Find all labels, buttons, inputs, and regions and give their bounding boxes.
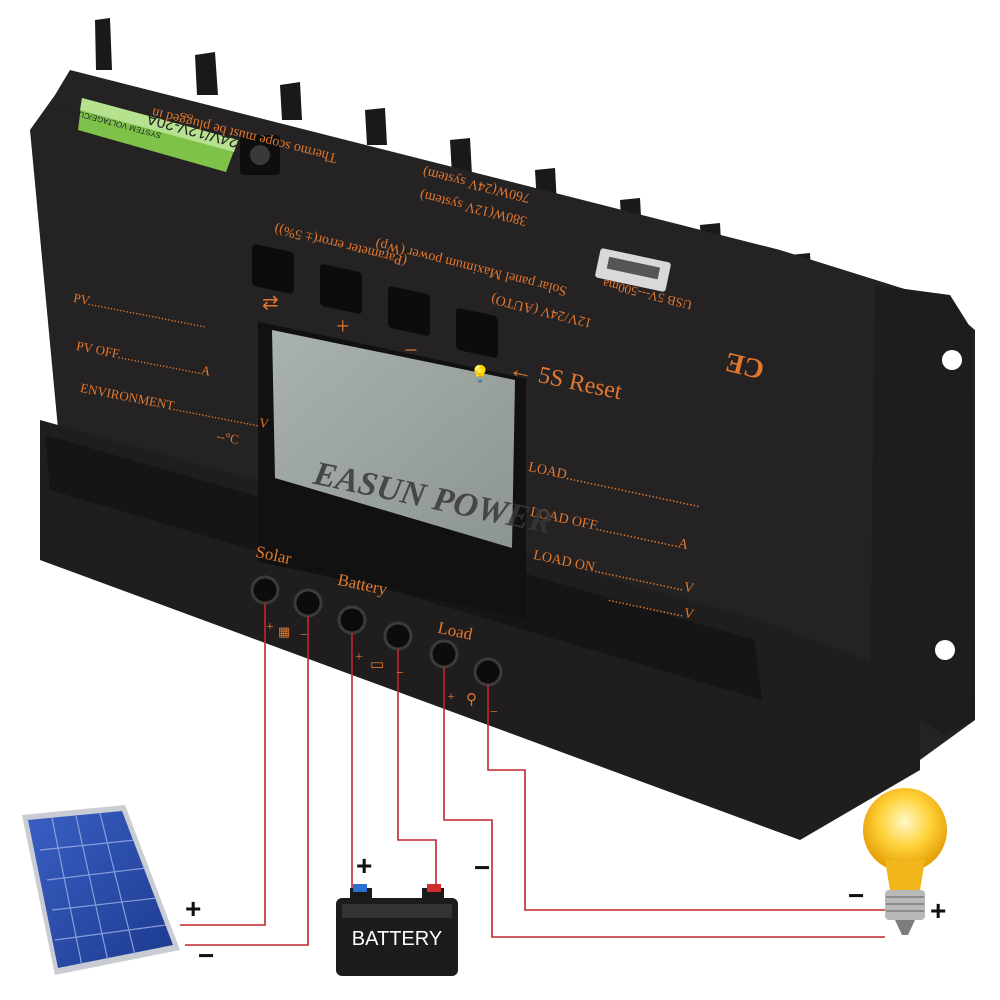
light-button-symbol: 💡 [470,366,490,383]
solar-minus-terminal [293,588,323,618]
wiring [180,603,885,946]
solar-panel [22,805,180,975]
terminal-screws [250,575,503,687]
light-bulb-illustration [863,788,947,935]
load-plus-mark: + [447,690,455,705]
solar-minus-mark: − [300,628,308,643]
battery-minus-terminal [383,621,413,651]
battery-plus-terminal [337,605,367,635]
solar-plus-mark: + [266,620,274,635]
battery-label: BATTERY [351,928,443,950]
plus-button-symbol: + [336,314,350,340]
solar-panel-icon: ▦ [278,624,291,639]
switch-button[interactable] [252,243,294,295]
lcd-screen [272,330,515,548]
panel-plus-sign: + [185,893,202,924]
load-minus-mark: − [490,705,498,720]
mounting-bracket [870,285,975,735]
minus-button-symbol: − [404,338,418,364]
battery-minus-mark: − [396,666,404,681]
minus-button[interactable] [388,285,430,337]
load-minus-terminal [473,657,503,687]
panel-minus-sign: − [198,940,215,971]
battery-illustration [336,884,458,976]
battery-plus-mark: + [355,650,363,665]
light-button[interactable] [456,307,498,359]
battery-icon: ▭ [370,657,385,673]
mounting-hole-top [942,350,962,370]
bulb-minus-sign: − [848,880,865,911]
bulb-icon: ⚲ [466,692,477,708]
battery-plus-sign: + [356,850,373,881]
mounting-hole-bottom [935,640,955,660]
solar-plus-terminal [250,575,280,605]
switch-button-symbol: ⇄ [262,292,279,314]
load-plus-terminal [429,639,459,669]
plus-button[interactable] [320,263,362,315]
battery-minus-sign: − [474,852,491,883]
bulb-plus-sign: + [930,895,947,926]
